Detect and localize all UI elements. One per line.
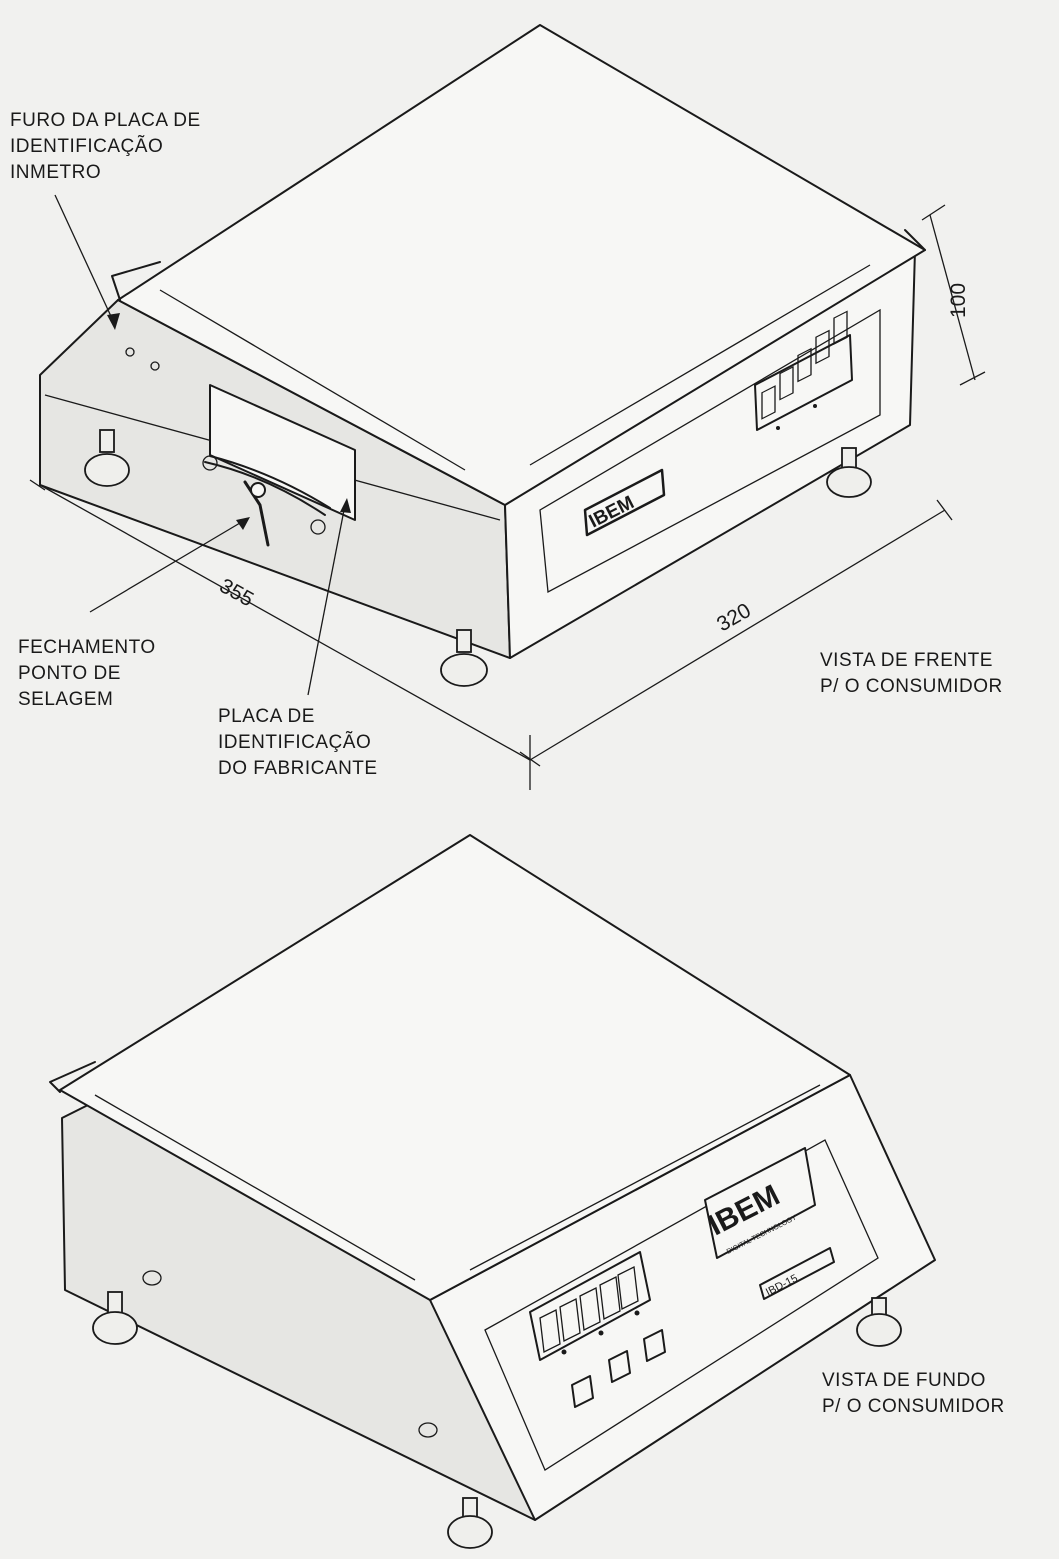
screw-1 — [142, 1270, 162, 1286]
inmetro-hole-1 — [125, 347, 135, 357]
label-manufacturer-plate: PLACA DE IDENTIFICAÇÃO DO FABRICANTE — [218, 706, 378, 779]
svg-text:PLACA DE: PLACA DE — [218, 706, 315, 727]
rear-keypad — [571, 1329, 666, 1408]
svg-text:DO FABRICANTE: DO FABRICANTE — [218, 758, 378, 779]
display-digits — [761, 310, 848, 420]
svg-text:VISTA DE FUNDO: VISTA DE FUNDO — [822, 1370, 986, 1391]
front-feet — [84, 429, 872, 687]
scale-rear-view: IBEM DIGITAL TECHNOLOGY IBD-15 — [49, 834, 936, 1549]
rear-platter — [59, 834, 851, 1301]
svg-text:SELAGEM: SELAGEM — [18, 689, 113, 710]
rear-feet — [92, 1291, 902, 1549]
key-1 — [571, 1375, 594, 1408]
svg-text:P/ O CONSUMIDOR: P/ O CONSUMIDOR — [820, 676, 1003, 697]
inmetro-hole-2 — [150, 361, 160, 371]
svg-text:IDENTIFICAÇÃO: IDENTIFICAÇÃO — [10, 135, 163, 157]
dimension-height: 100 — [947, 283, 970, 318]
manufacturer-plate — [209, 384, 356, 521]
rear-platter-lip — [49, 1061, 96, 1093]
svg-text:PONTO DE: PONTO DE — [18, 663, 121, 684]
dimension-depth: 355 — [216, 574, 258, 611]
platter-lip-right — [904, 229, 926, 251]
svg-text:INMETRO: INMETRO — [10, 162, 101, 183]
dimension-lines — [29, 204, 986, 790]
dimension-width: 320 — [713, 599, 755, 636]
front-display — [754, 310, 853, 431]
scale-front-view: IBEM — [39, 24, 926, 687]
svg-text:FURO DA PLACA DE: FURO DA PLACA DE — [10, 110, 201, 131]
key-3 — [643, 1329, 666, 1362]
caption-front-view: VISTA DE FRENTE P/ O CONSUMIDOR — [820, 650, 1003, 697]
svg-text:IDENTIFICAÇÃO: IDENTIFICAÇÃO — [218, 731, 371, 753]
caption-rear-view: VISTA DE FUNDO P/ O CONSUMIDOR — [822, 1370, 1005, 1417]
rear-display — [529, 1251, 651, 1361]
label-seal-point: FECHAMENTO PONTO DE SELAGEM — [18, 637, 156, 710]
key-2 — [608, 1350, 631, 1383]
svg-text:FECHAMENTO: FECHAMENTO — [18, 637, 156, 658]
platter-lip-left — [111, 261, 161, 301]
svg-text:P/ O CONSUMIDOR: P/ O CONSUMIDOR — [822, 1396, 1005, 1417]
label-inmetro-hole: FURO DA PLACA DE IDENTIFICAÇÃO INMETRO — [10, 110, 201, 183]
leader-arrows — [54, 194, 351, 696]
svg-text:VISTA DE FRENTE: VISTA DE FRENTE — [820, 650, 993, 671]
screw-2 — [418, 1422, 438, 1438]
seal-point — [202, 455, 331, 547]
